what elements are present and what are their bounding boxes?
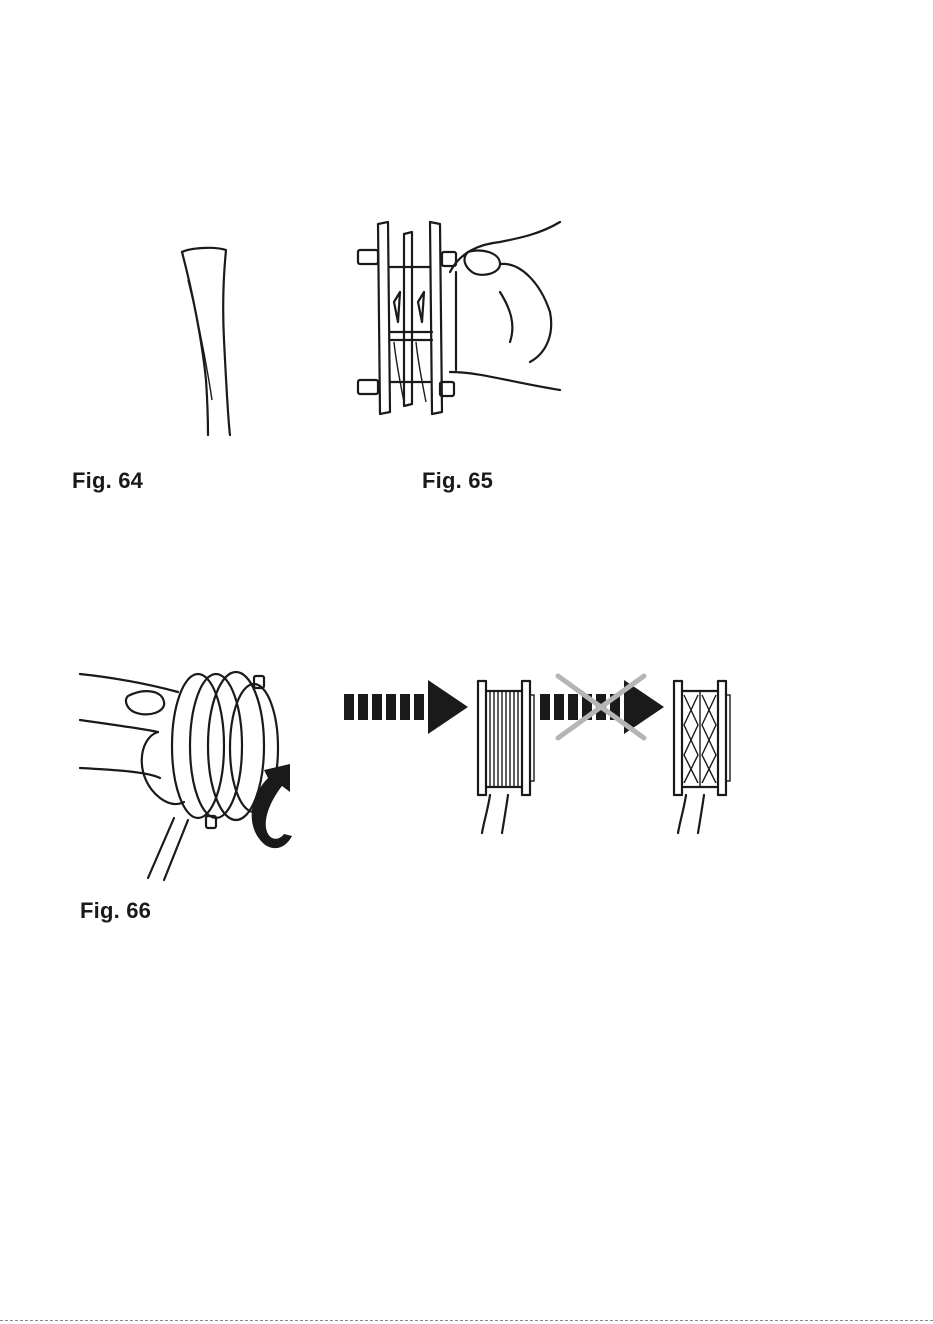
page-bottom-edge bbox=[0, 1320, 933, 1321]
fig-65-label: Fig. 65 bbox=[422, 468, 493, 494]
winding-arrow-incorrect-icon bbox=[540, 672, 670, 742]
winding-arrow-correct-icon bbox=[344, 680, 474, 734]
spool-in-hand-icon bbox=[350, 212, 580, 422]
trimmer-line-end-icon bbox=[150, 230, 270, 480]
crossed-winding-spool-icon bbox=[670, 675, 740, 835]
fig-66-label: Fig. 66 bbox=[80, 898, 151, 924]
spool-rotate-icon bbox=[78, 668, 298, 898]
fig-64-label: Fig. 64 bbox=[72, 468, 143, 494]
even-winding-spool-icon bbox=[474, 675, 544, 835]
